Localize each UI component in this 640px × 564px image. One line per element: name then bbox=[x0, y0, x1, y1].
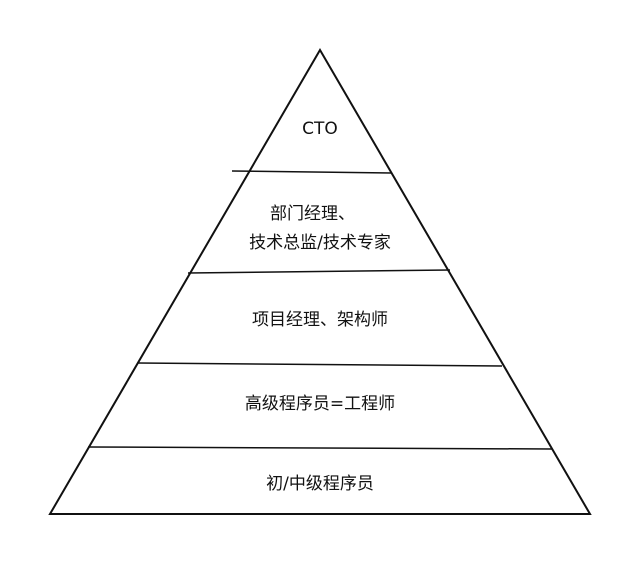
tier-divider bbox=[137, 362, 503, 367]
tier-3-label: 项目经理、架构师 bbox=[252, 310, 388, 330]
tier-1-label: CTO bbox=[302, 119, 338, 139]
tier-divider bbox=[87, 446, 553, 450]
tier-divider bbox=[187, 269, 451, 274]
tier-2-label-line-1: 部门经理、 bbox=[270, 204, 355, 224]
tier-5-label: 初/中级程序员 bbox=[266, 474, 374, 494]
tier-divider bbox=[231, 170, 393, 174]
pyramid-outline bbox=[48, 48, 592, 515]
tier-2-label-line-2: 技术总监/技术专家 bbox=[249, 233, 391, 253]
tier-4-label: 高级程序员=工程师 bbox=[245, 394, 395, 414]
